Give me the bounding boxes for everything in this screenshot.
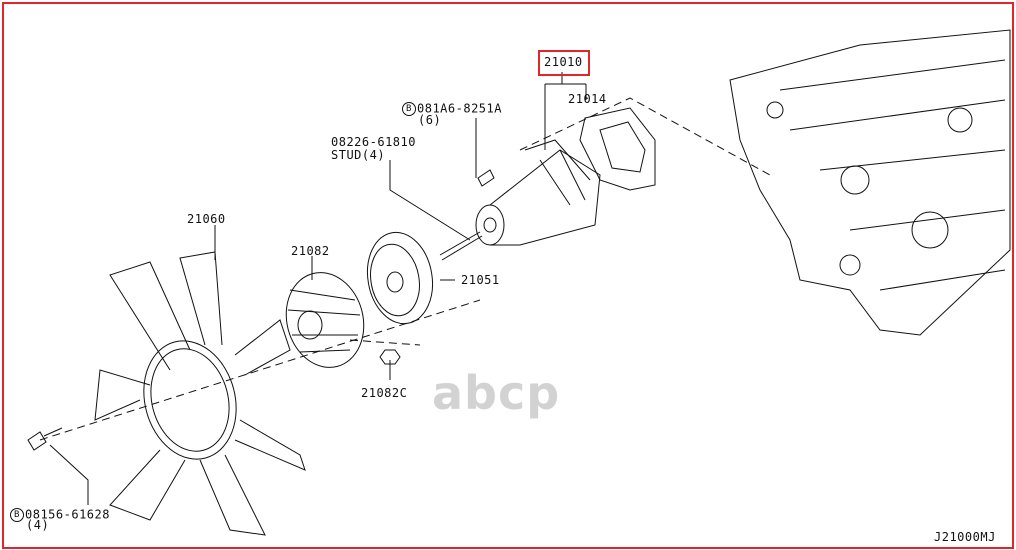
bolt-bottom <box>27 427 63 451</box>
engine-block <box>729 29 1011 336</box>
fan-clutch-21082 <box>285 272 365 368</box>
bolt-bottom-part: 08156-61628 <box>25 507 110 522</box>
label-bolt-top-qty: (6) <box>418 113 442 127</box>
highlight-box <box>538 50 590 76</box>
label-21014[interactable]: 21014 <box>568 92 607 106</box>
gasket-21014 <box>579 107 656 191</box>
label-21082c[interactable]: 21082C <box>361 386 408 400</box>
bolt-top-part: 081A6-8251A <box>417 101 502 116</box>
nut-21082c <box>379 349 401 365</box>
diagram-code: J21000MJ <box>934 530 996 544</box>
leader-lines <box>49 72 587 505</box>
label-21082[interactable]: 21082 <box>291 244 330 258</box>
label-stud[interactable]: 08226-61810 <box>331 135 416 149</box>
label-bolt-bottom-qty: (4) <box>26 518 50 532</box>
fan-21060 <box>94 251 306 536</box>
label-21010[interactable]: 21010 <box>544 55 583 69</box>
bolt-symbol-icon: B <box>10 508 24 522</box>
label-21051[interactable]: 21051 <box>461 273 500 287</box>
bolt-top <box>477 169 495 187</box>
stud <box>439 231 483 261</box>
label-21060[interactable]: 21060 <box>187 212 226 226</box>
water-pump-21010 <box>475 139 601 246</box>
label-stud-qty: STUD(4) <box>331 148 386 162</box>
watermark-logo: abcp <box>432 366 561 420</box>
bolt-symbol-icon: B <box>402 102 416 116</box>
pulley-21051 <box>366 231 434 325</box>
